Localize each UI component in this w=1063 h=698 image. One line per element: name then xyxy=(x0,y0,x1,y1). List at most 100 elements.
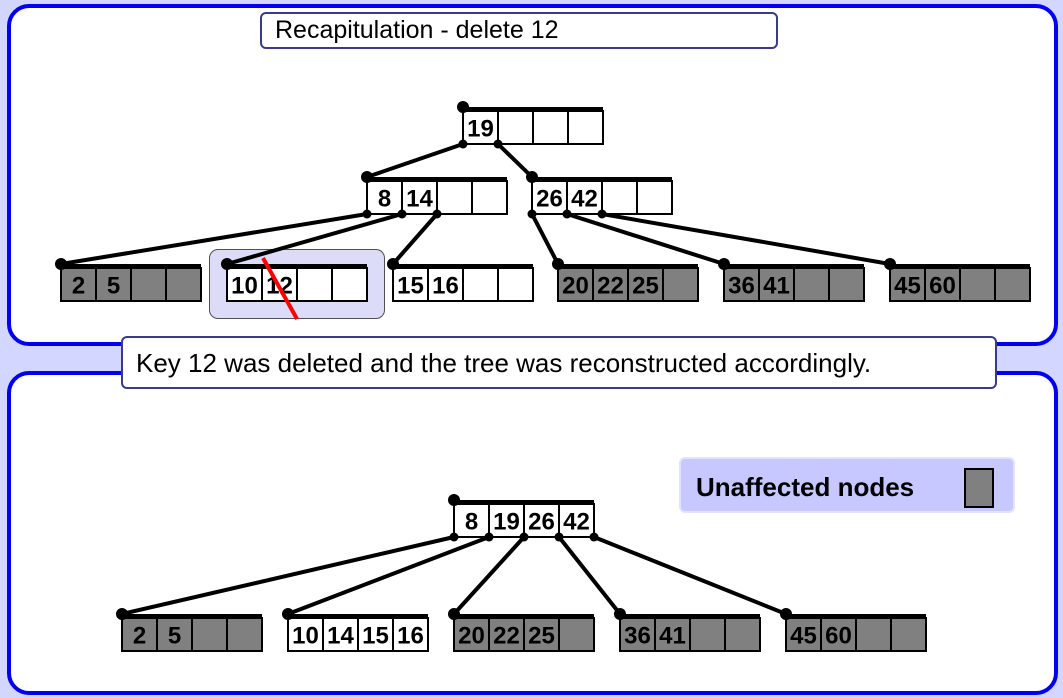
key-cell xyxy=(401,180,438,215)
key-cell xyxy=(654,617,691,652)
key-cell xyxy=(488,503,525,538)
key-label: 8 xyxy=(378,186,391,213)
node-top-bar xyxy=(227,264,367,269)
node-top-bar xyxy=(367,177,507,182)
pointer-dot xyxy=(449,532,459,542)
pointer-dot xyxy=(362,209,372,219)
node-top-bar xyxy=(122,614,262,619)
node-top-bar xyxy=(288,614,428,619)
key-cell xyxy=(497,267,534,302)
before-leaf-node: 36 41 xyxy=(718,258,865,302)
tree-edge xyxy=(601,212,891,266)
key-label: 15 xyxy=(362,623,389,650)
before-inner-node-right: 26 42 xyxy=(526,171,673,215)
before-inner-node-left: 8 14 xyxy=(361,171,508,215)
tree-edge xyxy=(366,142,464,179)
node-top-bar xyxy=(61,264,201,269)
legend-label: Unaffected nodes xyxy=(696,472,915,502)
key-cell xyxy=(619,617,656,652)
key-cell xyxy=(156,617,193,652)
slide-title-text: Recapitulation - delete 12 xyxy=(275,16,559,44)
tree-edge xyxy=(60,212,368,266)
key-cell xyxy=(462,267,499,302)
key-label: 10 xyxy=(292,623,319,650)
pointer-dot xyxy=(458,139,468,149)
node-top-bar xyxy=(724,264,864,269)
key-cell xyxy=(785,617,822,652)
key-label: 5 xyxy=(168,623,181,650)
key-label: 41 xyxy=(763,273,790,300)
key-label: 16 xyxy=(397,623,424,650)
key-label: 41 xyxy=(659,623,686,650)
key-label: 36 xyxy=(728,273,755,300)
key-cell xyxy=(471,180,508,215)
key-label: 60 xyxy=(929,273,956,300)
key-cell xyxy=(60,267,97,302)
key-cell xyxy=(121,617,158,652)
key-cell xyxy=(392,617,429,652)
key-cell xyxy=(828,267,865,302)
caption-text: Key 12 was deleted and the tree was reco… xyxy=(136,347,872,378)
deleted-key-strike xyxy=(261,257,299,320)
caption: Key 12 was deleted and the tree was reco… xyxy=(121,336,997,389)
tree-edge xyxy=(530,213,560,265)
legend-swatch xyxy=(964,468,994,508)
key-cell xyxy=(959,267,996,302)
after-leaf-node: 45 60 xyxy=(780,608,927,652)
pointer-dot xyxy=(397,209,407,219)
key-label: 42 xyxy=(563,509,590,536)
key-label: 42 xyxy=(571,186,598,213)
node-anchor-dot xyxy=(457,101,469,113)
key-cell xyxy=(558,617,595,652)
key-label: 45 xyxy=(790,623,817,650)
pointer-dot xyxy=(519,532,529,542)
key-cell xyxy=(523,503,560,538)
pointer-dot xyxy=(493,139,503,149)
node-top-bar xyxy=(532,177,672,182)
tree-edge xyxy=(593,535,787,616)
pointer-dot xyxy=(484,532,494,542)
key-cell xyxy=(724,617,761,652)
tree-edge xyxy=(496,142,534,179)
node-top-bar xyxy=(620,614,760,619)
pointer-dot xyxy=(589,532,599,542)
before-leaf-node: 1012 xyxy=(221,258,368,302)
key-cell xyxy=(191,617,228,652)
key-cell xyxy=(453,617,490,652)
key-cell xyxy=(453,503,490,538)
pointer-dot xyxy=(554,532,564,542)
key-cell xyxy=(636,180,673,215)
key-cell xyxy=(994,267,1031,302)
pointer-dot xyxy=(597,209,607,219)
key-cell xyxy=(130,267,167,302)
key-cell xyxy=(924,267,961,302)
key-label: 60 xyxy=(825,623,852,650)
legend: Unaffected nodes xyxy=(679,457,1015,513)
key-label: 22 xyxy=(597,273,624,300)
key-label: 10 xyxy=(231,273,258,300)
key-cell xyxy=(497,110,534,145)
key-label: 26 xyxy=(536,186,563,213)
key-cell xyxy=(436,180,473,215)
key-label: 14 xyxy=(406,186,433,213)
node-top-bar xyxy=(558,264,698,269)
key-label: 8 xyxy=(465,509,478,536)
key-cell xyxy=(366,180,403,215)
key-cell xyxy=(558,503,595,538)
node-top-bar xyxy=(890,264,1030,269)
tree-edge xyxy=(391,212,439,266)
tree-edge xyxy=(226,212,403,266)
before-root-node: 19 xyxy=(457,101,604,145)
key-cell xyxy=(531,180,568,215)
key-cell xyxy=(226,617,263,652)
key-label: 20 xyxy=(458,623,485,650)
key-cell xyxy=(820,617,857,652)
key-label: 19 xyxy=(467,116,494,143)
key-cell xyxy=(296,267,333,302)
